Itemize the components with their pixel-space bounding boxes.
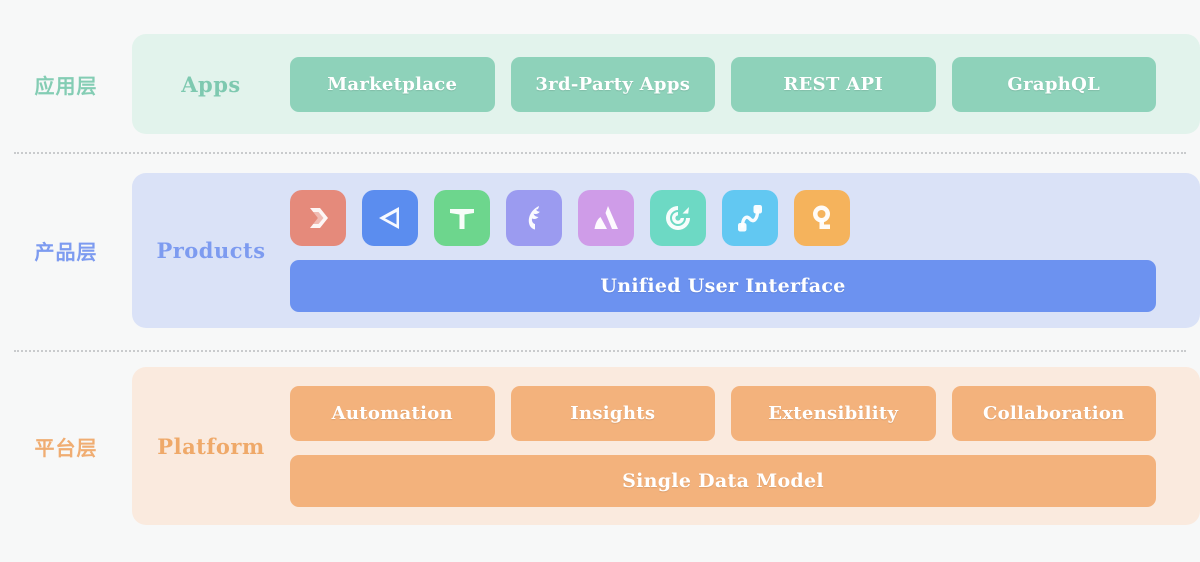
layer-apps-body: Apps Marketplace 3rd-Party Apps REST API… — [132, 34, 1200, 134]
product-icon-node-connector[interactable] — [722, 189, 778, 246]
apps-pill-rest-api[interactable]: REST API — [731, 56, 936, 112]
layer-platform-body: Platform Automation Insights Extensibili… — [132, 367, 1200, 525]
layer-products-label-en: Products — [156, 238, 266, 263]
letter-a-peak-icon — [589, 201, 623, 235]
layer-platform: 平台层 Platform Automation Insights Extensi… — [0, 367, 1200, 525]
products-icon-row — [290, 189, 1156, 246]
letter-q-icon — [805, 201, 839, 235]
platform-pill-insights[interactable]: Insights — [510, 385, 715, 441]
apps-pill-graphql[interactable]: GraphQL — [951, 56, 1156, 112]
unified-user-interface-bar[interactable]: Unified User Interface — [290, 259, 1156, 312]
layer-apps-label-en: Apps — [181, 71, 241, 97]
target-arrow-icon — [661, 201, 695, 235]
layer-products-content: Unified User Interface — [290, 189, 1200, 312]
product-icon-letter-q[interactable] — [794, 189, 850, 246]
product-icon-letter-a-peak[interactable] — [578, 189, 634, 246]
platform-pill-extensibility[interactable]: Extensibility — [731, 385, 936, 441]
chevron-arrow-icon — [301, 201, 335, 235]
node-connector-icon — [733, 201, 767, 235]
layer-apps-content: Marketplace 3rd-Party Apps REST API Grap… — [290, 56, 1200, 112]
apps-pill-row: Marketplace 3rd-Party Apps REST API Grap… — [290, 56, 1156, 112]
feather-icon — [517, 201, 551, 235]
layer-products: 产品层 Products — [0, 173, 1200, 328]
layer-products-label-zh: 产品层 — [34, 240, 98, 264]
layer-platform-label-en: Platform — [157, 433, 265, 459]
layer-platform-label-zh: 平台层 — [34, 435, 98, 460]
layer-apps: 应用层 Apps Marketplace 3rd-Party Apps REST… — [0, 34, 1200, 134]
product-icon-letter-t[interactable] — [434, 189, 490, 246]
platform-pill-collaboration[interactable]: Collaboration — [951, 385, 1156, 441]
apps-pill-third-party-apps[interactable]: 3rd-Party Apps — [510, 56, 715, 112]
divider-products-platform — [14, 350, 1186, 352]
divider-apps-products — [14, 152, 1186, 154]
platform-pill-automation[interactable]: Automation — [290, 385, 495, 441]
single-data-model-bar[interactable]: Single Data Model — [290, 454, 1156, 507]
apps-pill-marketplace[interactable]: Marketplace — [290, 56, 495, 112]
left-triangle-icon — [373, 201, 407, 235]
layer-platform-content: Automation Insights Extensibility Collab… — [290, 385, 1200, 507]
layer-products-body: Products — [132, 173, 1200, 328]
product-icon-chevron-arrow[interactable] — [290, 189, 346, 246]
product-icon-left-triangle[interactable] — [362, 189, 418, 246]
product-icon-target-arrow[interactable] — [650, 189, 706, 246]
platform-pill-row: Automation Insights Extensibility Collab… — [290, 385, 1156, 441]
letter-t-icon — [445, 201, 479, 235]
product-icon-feather[interactable] — [506, 189, 562, 246]
layer-apps-label-zh: 应用层 — [34, 73, 98, 98]
